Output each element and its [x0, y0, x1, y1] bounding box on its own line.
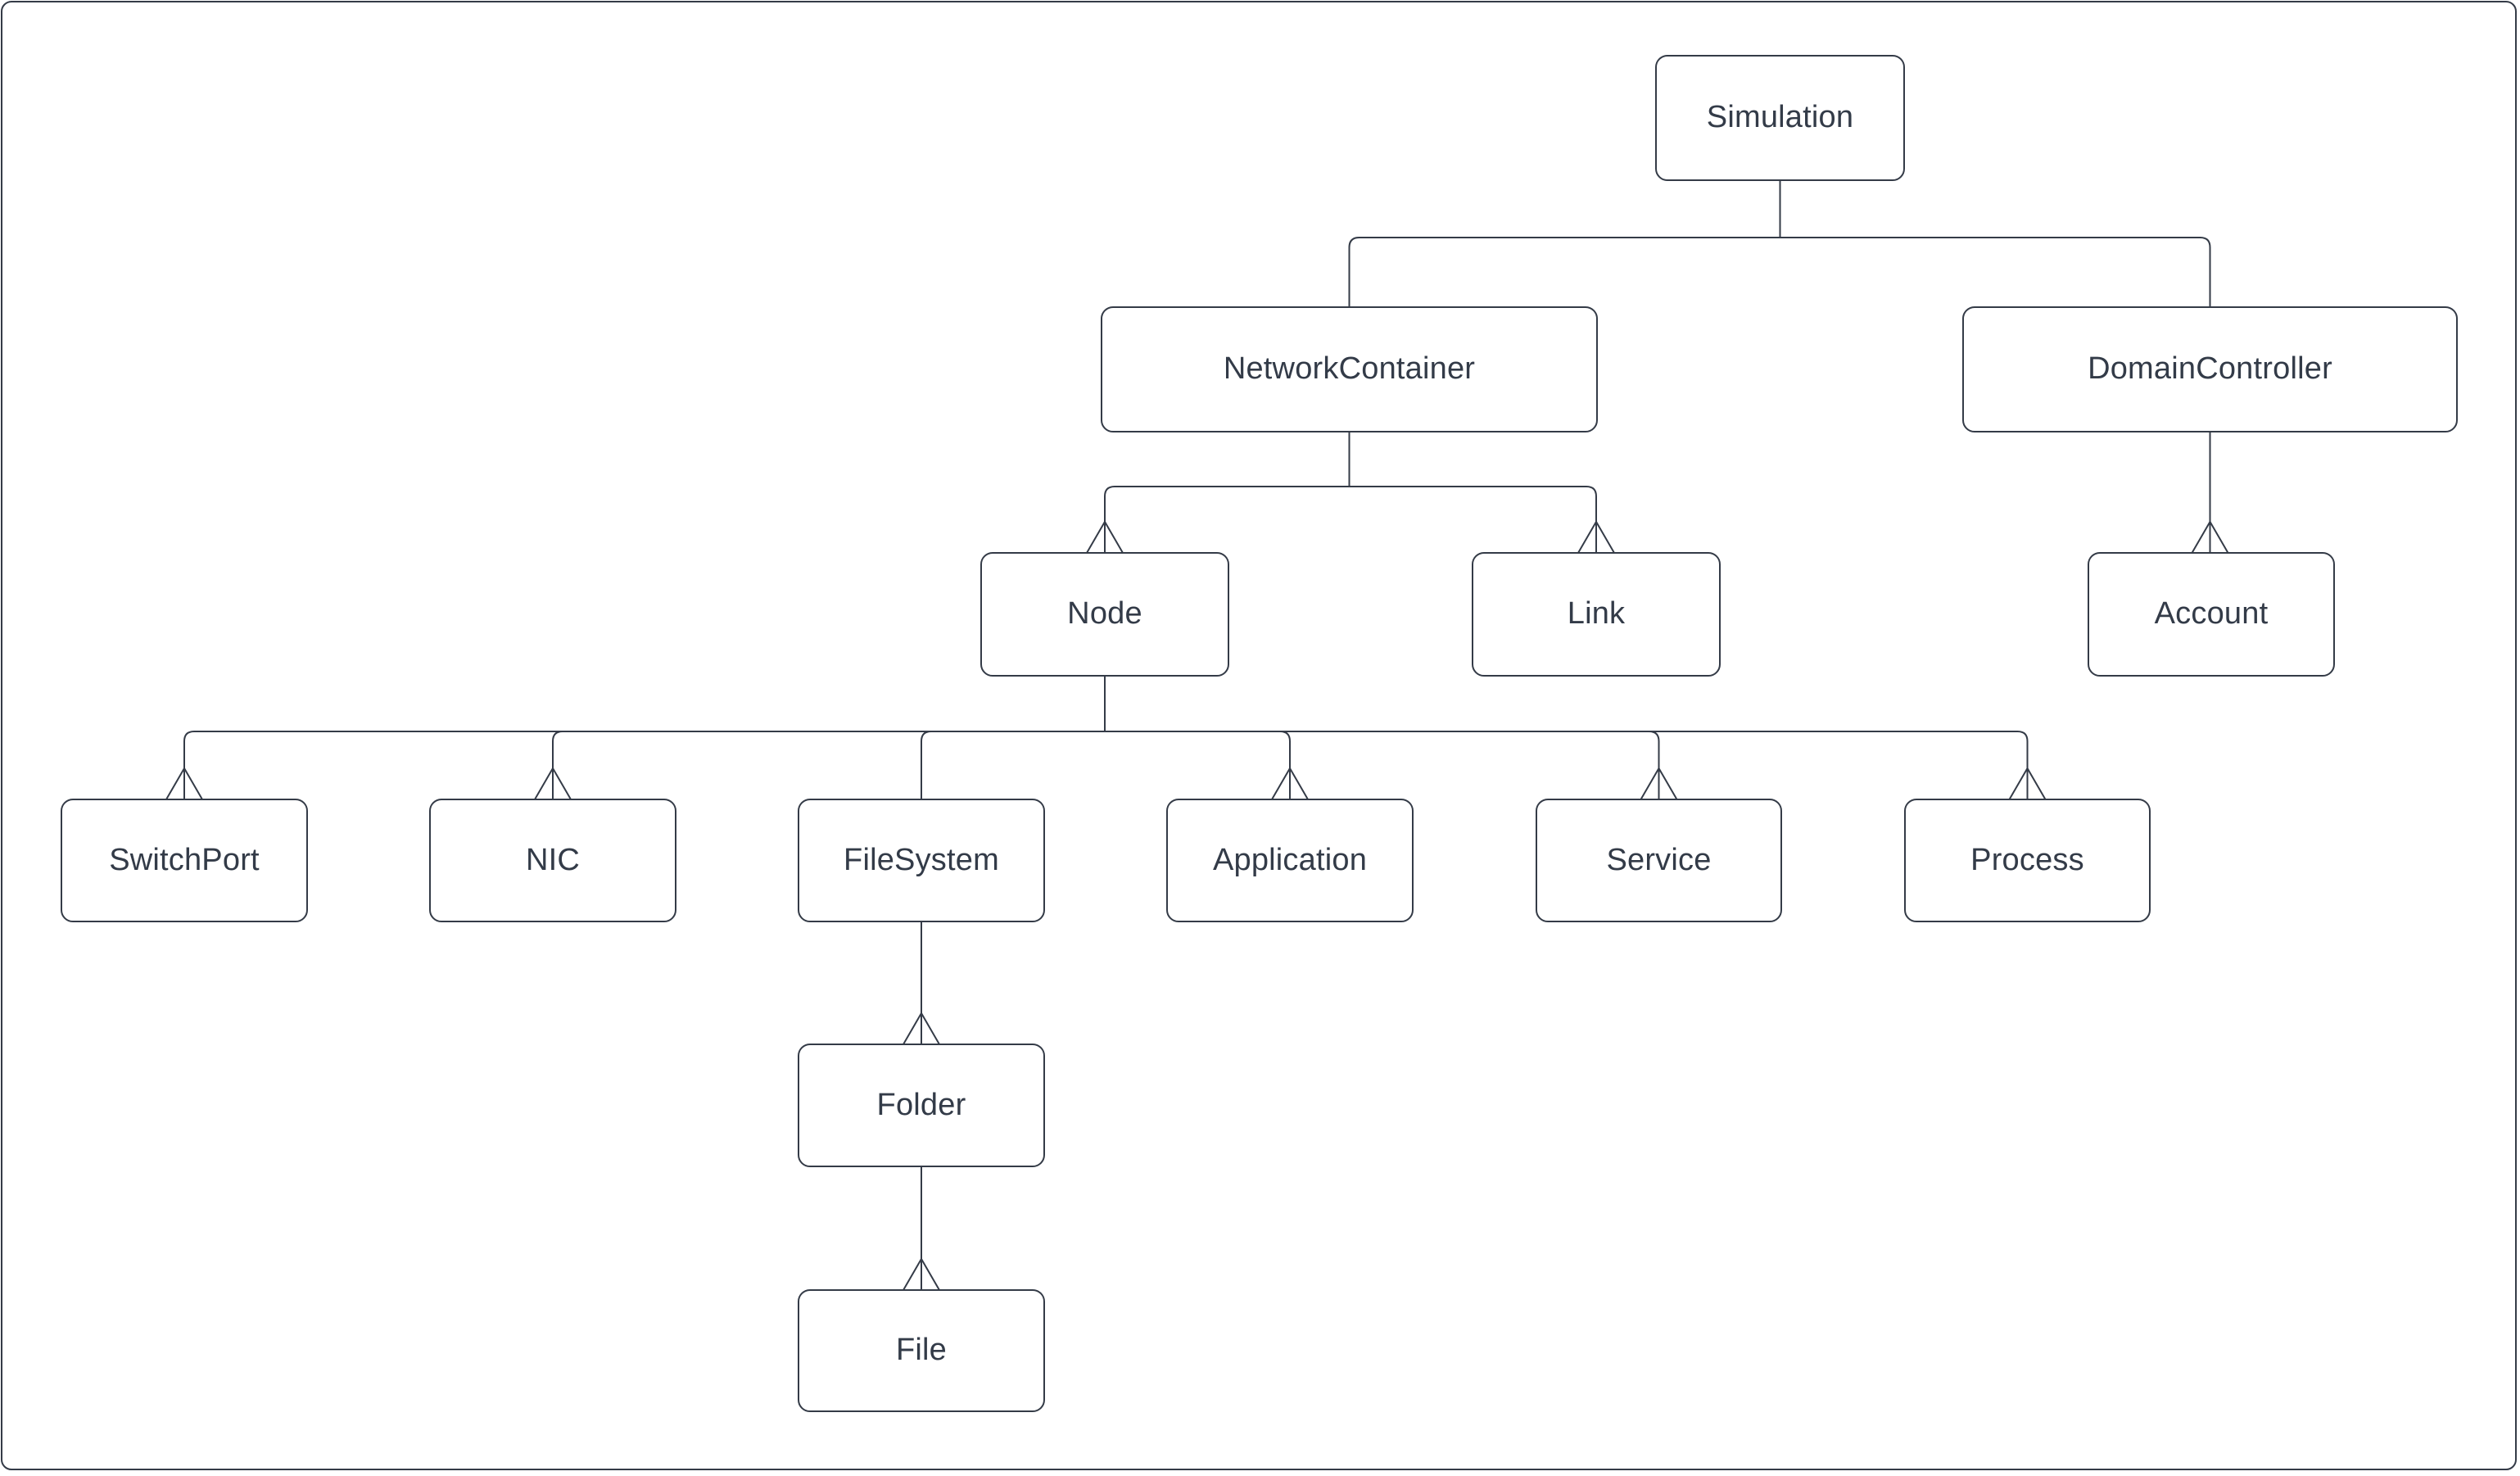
generalization-arrow-account — [2191, 520, 2229, 554]
class-box-networkcontainer[interactable] — [1101, 306, 1598, 432]
edge-node-to-nic — [552, 731, 1105, 799]
generalization-arrow-node — [1086, 520, 1124, 554]
class-box-filesystem[interactable] — [798, 799, 1045, 922]
edge-node-to-process — [1105, 731, 2029, 799]
generalization-arrow-service — [1640, 767, 1678, 800]
edge-layer — [165, 180, 2229, 1291]
class-box-link[interactable] — [1472, 552, 1721, 677]
class-box-application[interactable] — [1166, 799, 1414, 922]
edge-node-to-switchport — [183, 731, 1105, 799]
class-box-folder[interactable] — [798, 1044, 1045, 1167]
generalization-arrow-process — [2008, 767, 2047, 800]
edge-node-to-filesystem — [921, 731, 1105, 799]
generalization-arrow-switchport — [165, 767, 203, 800]
generalization-arrow-folder — [903, 1012, 940, 1045]
node-layer — [61, 55, 2458, 1412]
edge-networkcontainer-to-link — [1349, 486, 1597, 553]
class-box-domaincontroller[interactable] — [1962, 306, 2458, 432]
generalization-arrow-application — [1271, 767, 1309, 800]
edge-node-to-application — [1105, 731, 1291, 799]
edge-node-to-service — [1105, 731, 1660, 799]
class-box-service[interactable] — [1536, 799, 1782, 922]
class-box-switchport[interactable] — [61, 799, 308, 922]
class-box-account[interactable] — [2088, 552, 2335, 677]
generalization-arrow-file — [903, 1257, 940, 1291]
class-box-nic[interactable] — [429, 799, 676, 922]
edge-simulation-to-networkcontainer — [1348, 237, 1780, 307]
edge-networkcontainer-to-node — [1104, 486, 1350, 553]
generalization-arrow-nic — [534, 767, 572, 800]
generalization-arrow-link — [1577, 520, 1615, 554]
class-box-process[interactable] — [1904, 799, 2151, 922]
edge-simulation-to-domaincontroller — [1780, 237, 2211, 307]
class-box-simulation[interactable] — [1655, 55, 1905, 181]
class-box-node[interactable] — [980, 552, 1229, 677]
class-box-file[interactable] — [798, 1289, 1045, 1412]
